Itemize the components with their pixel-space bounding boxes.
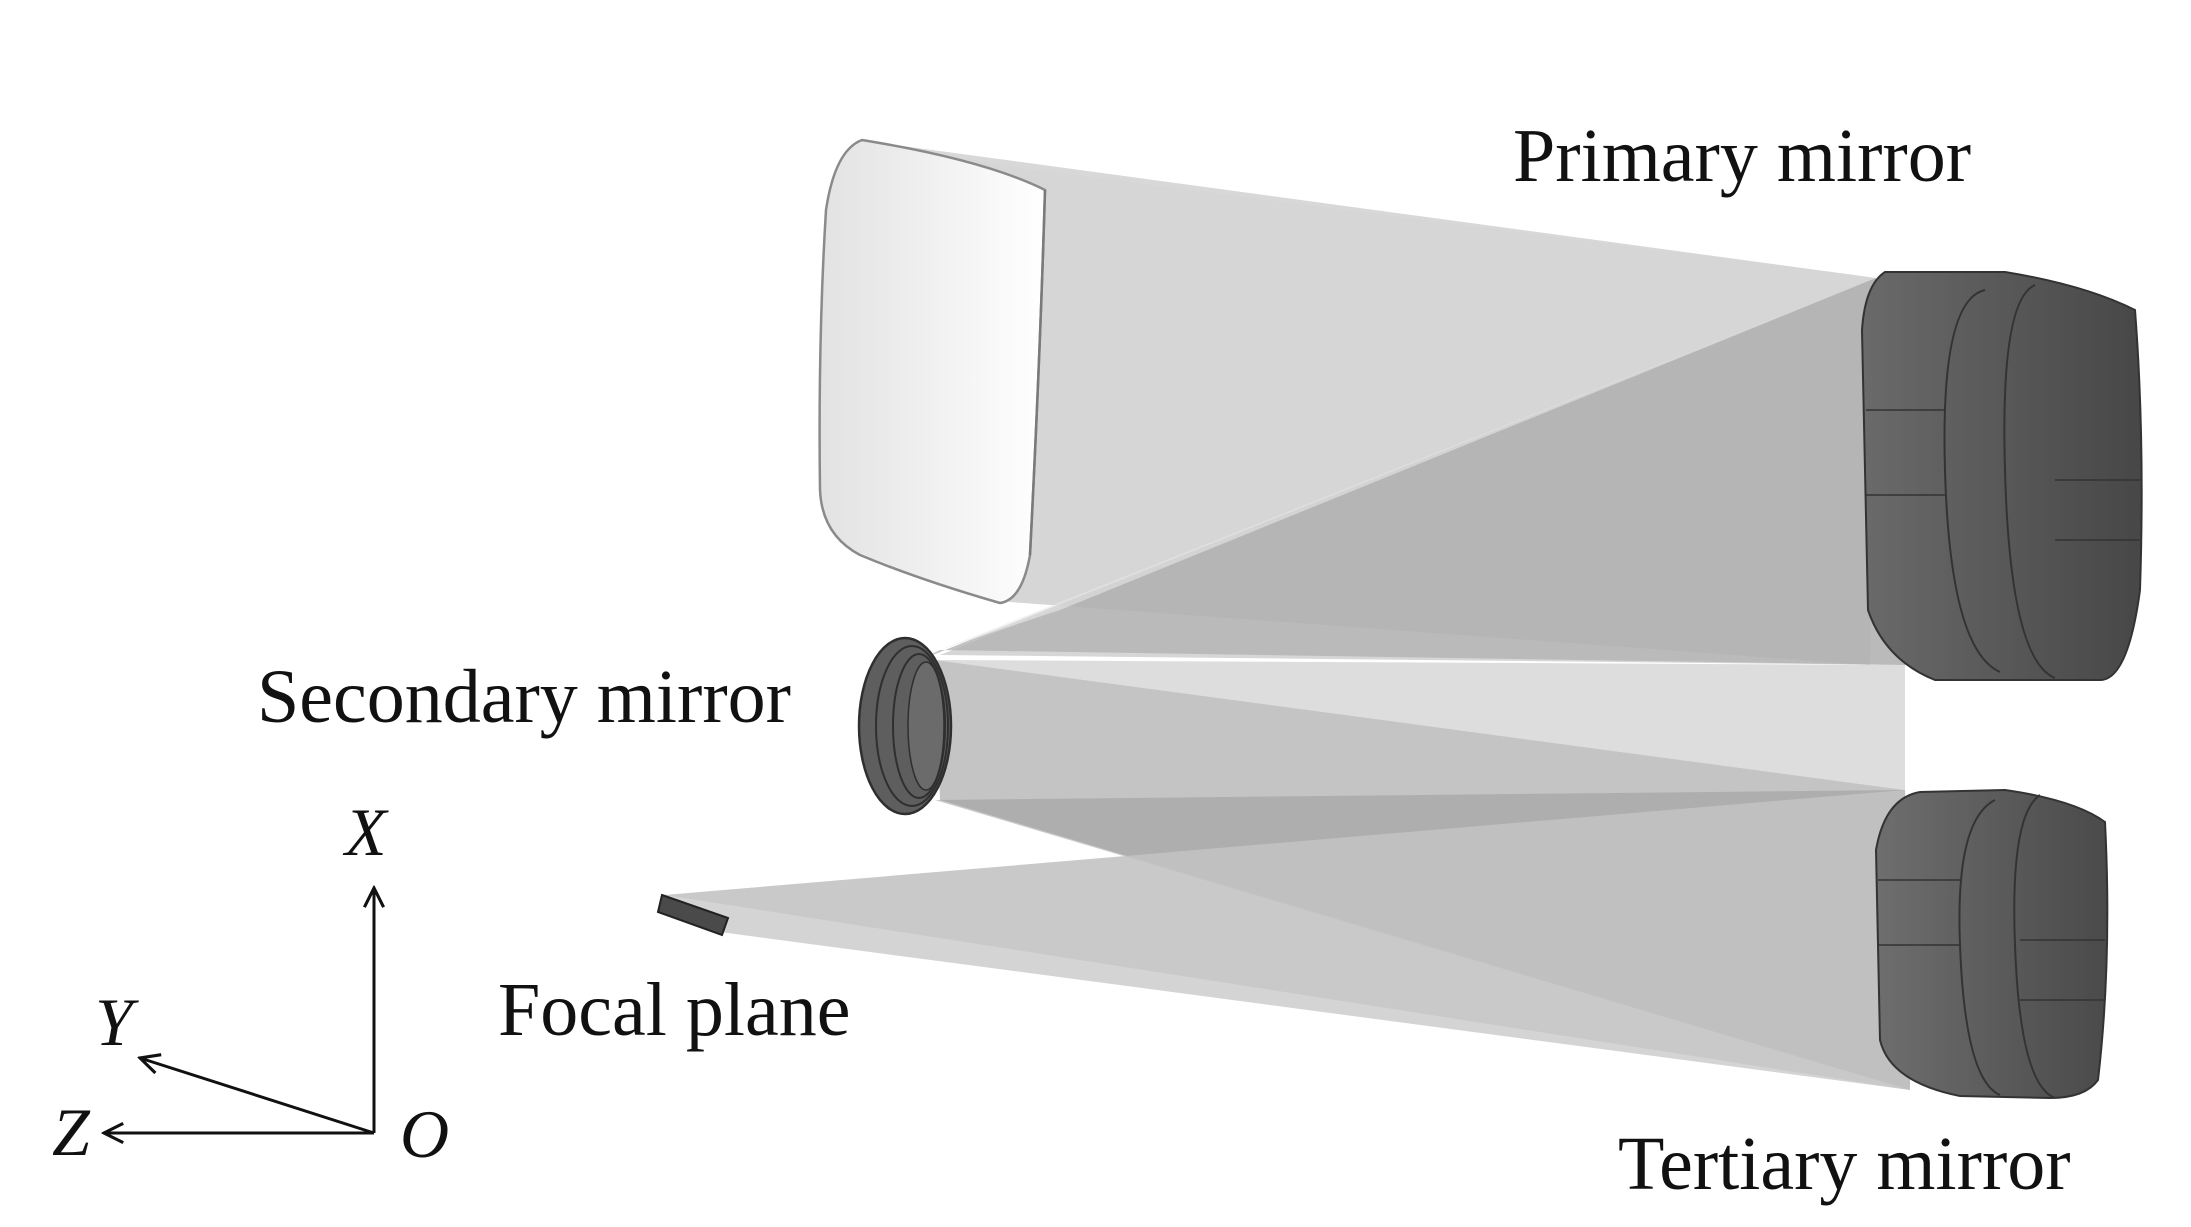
- focal-plane-label: Focal plane: [498, 968, 850, 1052]
- primary-mirror-label: Primary mirror: [1513, 114, 1971, 198]
- secondary-mirror-label: Secondary mirror: [257, 655, 791, 739]
- primary-mirror: [1860, 271, 2143, 681]
- tertiary-mirror-label: Tertiary mirror: [1618, 1122, 2071, 1206]
- tertiary-to-focal-beam: [665, 790, 1910, 1090]
- y-axis-arrow: [140, 1058, 375, 1135]
- z-axis-label: Z: [52, 1094, 91, 1170]
- secondary-mirror: [857, 636, 953, 816]
- coordinate-axes: [104, 888, 374, 1133]
- y-axis-label: Y: [95, 984, 139, 1060]
- focal-plane-detector: [656, 893, 730, 937]
- x-axis-label: X: [342, 794, 389, 870]
- tertiary-mirror: [1874, 788, 2109, 1100]
- origin-label: O: [400, 1096, 449, 1172]
- primary-to-secondary-beam: [920, 278, 1905, 665]
- entrance-aperture: [818, 138, 1047, 605]
